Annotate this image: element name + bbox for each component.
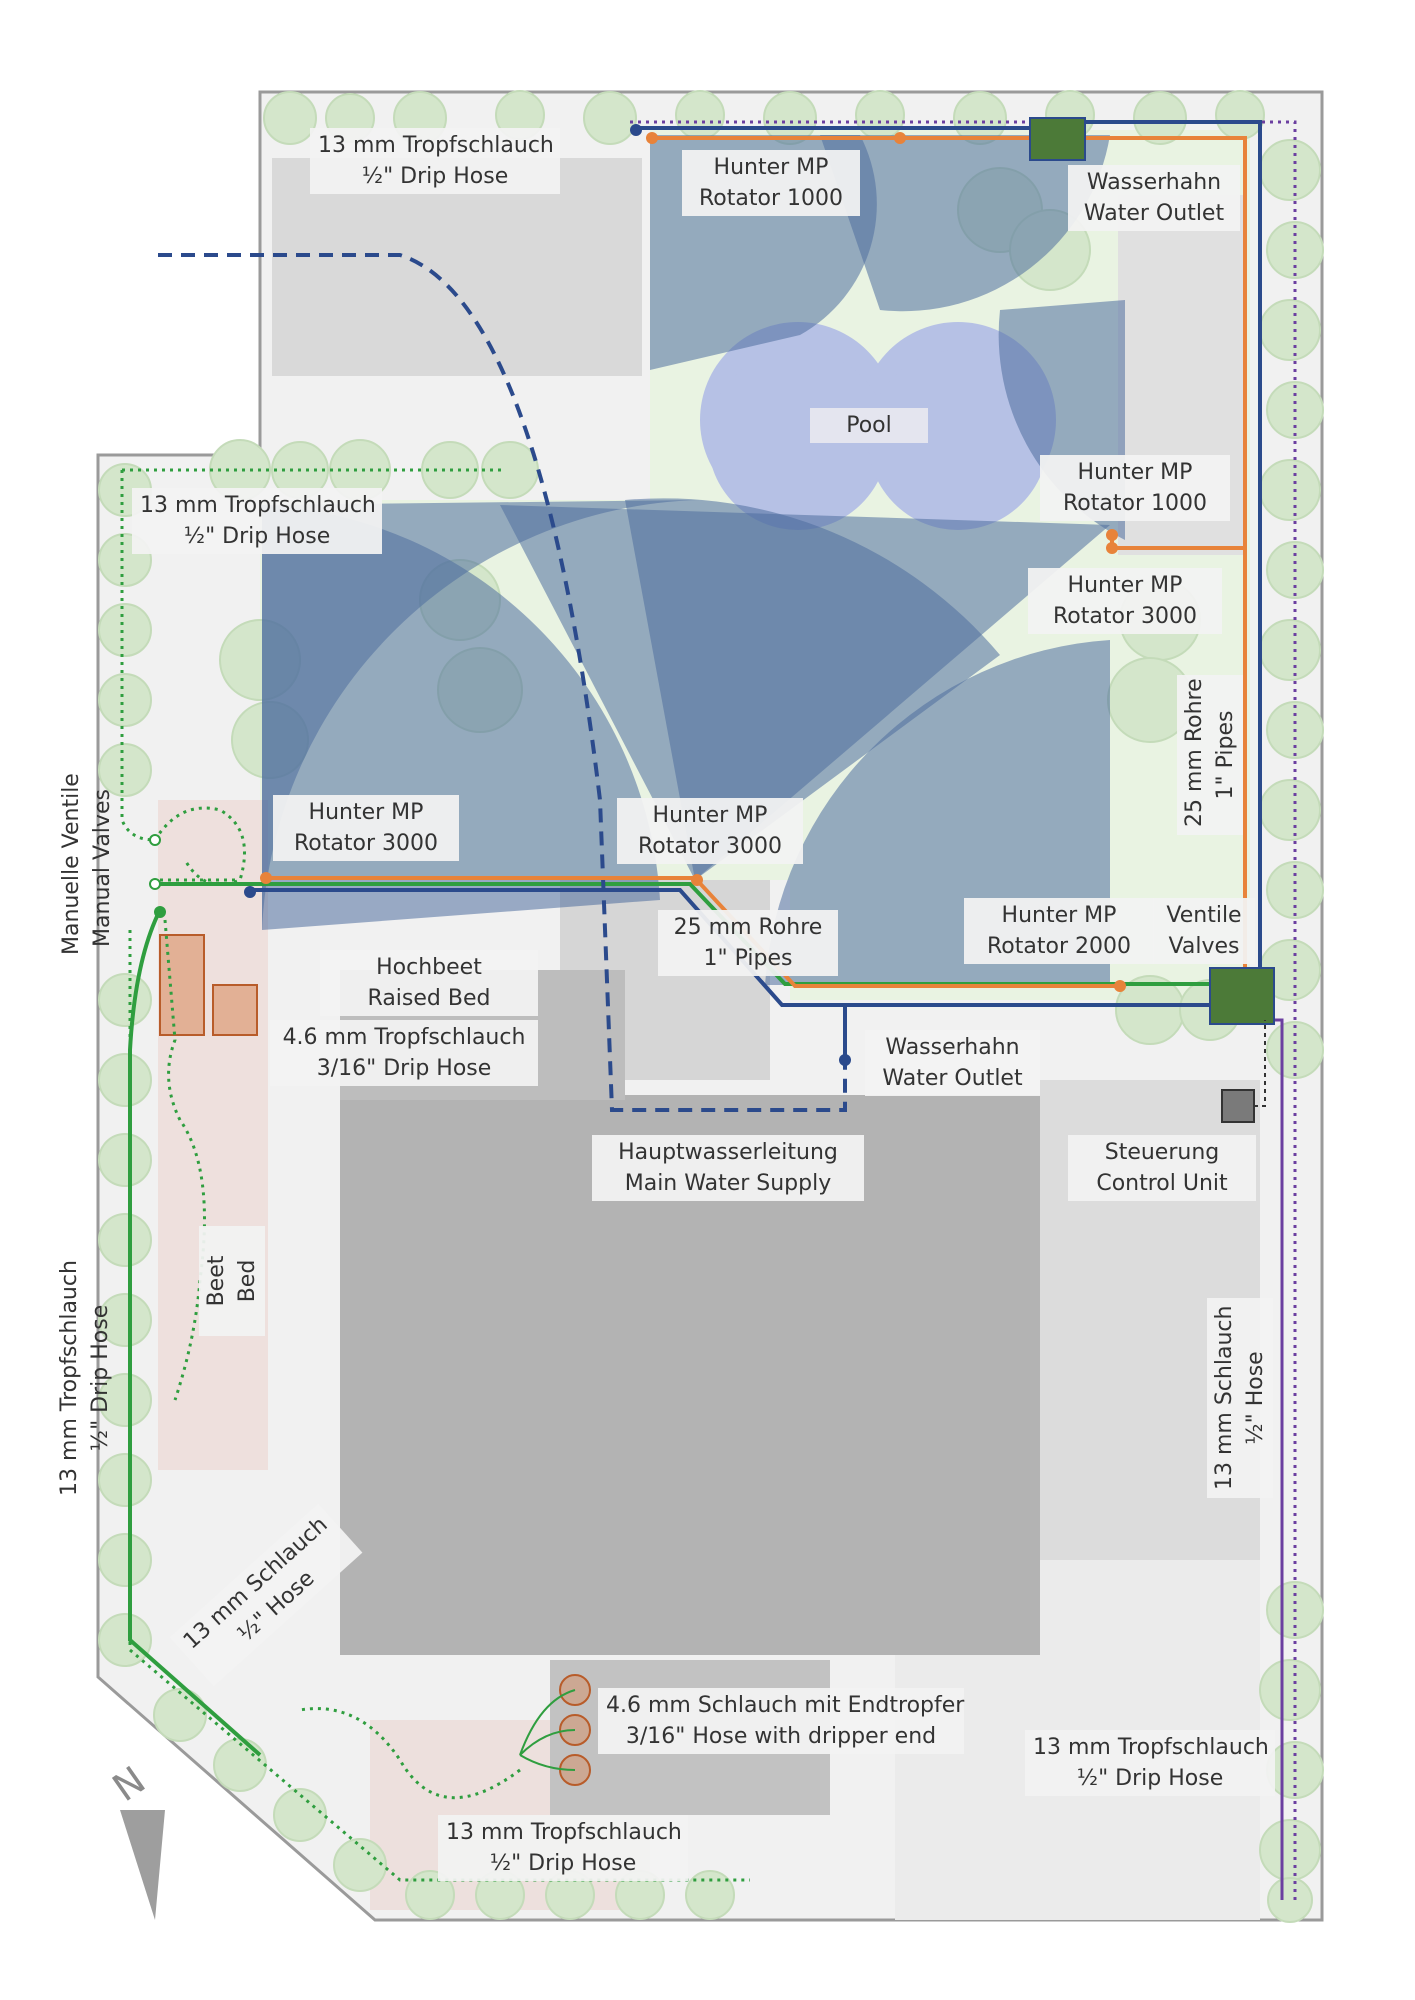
label-drip-46: 4.6 mm Tropfschlauch 3/16" Drip Hose	[270, 1020, 538, 1086]
label-rotator-top: Hunter MP Rotator 1000	[682, 150, 860, 216]
label-rotator-3000-center: Hunter MP Rotator 3000	[617, 798, 803, 864]
label-raised-bed-de: Hochbeet	[376, 955, 482, 980]
raised-bed-2	[212, 984, 258, 1036]
label-rotator-top-de: Hunter MP	[713, 155, 829, 180]
paving-top-left	[272, 158, 642, 376]
label-raised-bed: Hochbeet Raised Bed	[320, 950, 538, 1016]
label-pipes-vertical-en: 1" Pipes	[1213, 710, 1238, 800]
label-rotator-3000-center-en: Rotator 3000	[638, 834, 782, 859]
label-drip-46-en: 3/16" Drip Hose	[316, 1056, 492, 1081]
label-drip-vertical-en: ½" Drip Hose	[88, 1304, 113, 1452]
label-control-unit: Steuerung Control Unit	[1068, 1135, 1256, 1201]
label-pipes-mid-de: 25 mm Rohre	[673, 915, 823, 940]
label-drip-right-en: ½" Drip Hose	[1076, 1766, 1224, 1791]
control-wire	[1254, 1020, 1266, 1107]
label-drip-46-de: 4.6 mm Tropfschlauch	[282, 1025, 526, 1050]
control-unit-box	[1221, 1089, 1255, 1123]
label-manual-valves-en: Manual Valves	[90, 789, 115, 947]
label-dripper-end: 4.6 mm Schlauch mit Endtropfer 3/16" Hos…	[598, 1688, 964, 1754]
label-bed-de: Beet	[204, 1255, 229, 1307]
label-control-unit-en: Control Unit	[1096, 1171, 1228, 1196]
label-drip-bottom: 13 mm Tropfschlauch ½" Drip Hose	[438, 1815, 688, 1881]
label-rotator-3000-left-en: Rotator 3000	[294, 831, 438, 856]
label-hose-right: 13 mm Schlauch ½" Hose	[1207, 1298, 1273, 1498]
label-main-supply-en: Main Water Supply	[624, 1171, 832, 1196]
raised-bed-1	[159, 934, 205, 1036]
label-drip-vertical-de: 13 mm Tropfschlauch	[57, 1260, 82, 1496]
label-drip-right-de: 13 mm Tropfschlauch	[1033, 1735, 1269, 1760]
pot-dripper-lines	[519, 1689, 576, 1771]
spray-rotator-1000-top-b	[820, 135, 1110, 312]
label-rotator-2000-de: Hunter MP	[1001, 903, 1117, 928]
label-pool: Pool	[810, 408, 928, 443]
label-rotator-top-en: Rotator 1000	[699, 186, 843, 211]
label-drip-right: 13 mm Tropfschlauch ½" Drip Hose	[1025, 1730, 1275, 1796]
label-drip-left-en: ½" Drip Hose	[183, 524, 331, 549]
label-hose-right-de: 13 mm Schlauch	[1212, 1305, 1237, 1490]
label-pipes-mid: 25 mm Rohre 1" Pipes	[658, 910, 838, 976]
label-water-outlet-top-en: Water Outlet	[1083, 201, 1225, 226]
label-hose-right-en: ½" Hose	[1243, 1351, 1268, 1445]
label-main-supply: Hauptwasserleitung Main Water Supply	[592, 1135, 864, 1201]
label-water-outlet-top: Wasserhahn Water Outlet	[1068, 165, 1240, 231]
label-pool-text: Pool	[846, 413, 892, 438]
north-arrow-icon	[120, 1810, 165, 1920]
label-rotator-3000-right-de: Hunter MP	[1067, 573, 1183, 598]
label-raised-bed-en: Raised Bed	[367, 986, 491, 1011]
purple-drip-lines	[630, 120, 1297, 1900]
label-dripper-end-de: 4.6 mm Schlauch mit Endtropfer	[606, 1693, 965, 1718]
label-rotator-1000-b: Hunter MP Rotator 1000	[1040, 455, 1230, 521]
label-rotator-2000-en: Rotator 2000	[987, 934, 1131, 959]
valves-box	[1209, 967, 1275, 1025]
label-rotator-3000-right-en: Rotator 3000	[1053, 604, 1197, 629]
label-valves-de: Ventile	[1166, 903, 1242, 928]
pipe-nodes	[149, 124, 1126, 1066]
label-drip-bottom-de: 13 mm Tropfschlauch	[446, 1820, 682, 1845]
label-valves: Ventile Valves	[1153, 898, 1255, 964]
label-bed: Beet Bed	[199, 1226, 265, 1336]
label-drip-vertical: 13 mm Tropfschlauch ½" Drip Hose	[52, 1243, 118, 1513]
label-valves-en: Valves	[1168, 934, 1240, 959]
label-pipes-vertical: 25 mm Rohre 1" Pipes	[1177, 675, 1243, 835]
label-dripper-end-en: 3/16" Hose with dripper end	[625, 1724, 937, 1749]
label-rotator-3000-right: Hunter MP Rotator 3000	[1028, 568, 1222, 634]
spray-rotator-3000-left-b	[262, 500, 700, 930]
label-rotator-3000-left: Hunter MP Rotator 3000	[273, 795, 459, 861]
bed-plot-left	[158, 800, 268, 1470]
label-manual-valves-de: Manuelle Ventile	[59, 773, 84, 955]
label-drip-left-de: 13 mm Tropfschlauch	[140, 493, 376, 518]
label-rotator-1000-b-de: Hunter MP	[1077, 460, 1193, 485]
label-drip-top-de: 13 mm Tropfschlauch	[318, 133, 554, 158]
label-bed-en: Bed	[235, 1259, 260, 1303]
label-water-outlet-mid-de: Wasserhahn	[885, 1035, 1020, 1060]
water-outlet-box-top	[1029, 117, 1086, 161]
label-pipes-mid-en: 1" Pipes	[703, 946, 793, 971]
label-water-outlet-mid: Wasserhahn Water Outlet	[865, 1030, 1040, 1096]
label-drip-top-en: ½" Drip Hose	[361, 164, 509, 189]
label-rotator-3000-left-de: Hunter MP	[308, 800, 424, 825]
hedge-bottom	[153, 1688, 735, 1920]
label-control-unit-de: Steuerung	[1104, 1140, 1220, 1165]
label-main-supply-de: Hauptwasserleitung	[618, 1140, 838, 1165]
label-rotator-3000-center-de: Hunter MP	[652, 803, 768, 828]
label-rotator-2000: Hunter MP Rotator 2000	[964, 898, 1154, 964]
label-manual-valves: Manuelle Ventile Manual Valves	[54, 773, 120, 963]
label-water-outlet-mid-en: Water Outlet	[882, 1066, 1023, 1091]
label-rotator-1000-b-en: Rotator 1000	[1063, 491, 1207, 516]
main-supply-pipe	[158, 253, 847, 1112]
label-pipes-vertical-de: 25 mm Rohre	[1182, 678, 1207, 827]
spray-rotator-3000-center-b	[500, 505, 1110, 880]
label-drip-left: 13 mm Tropfschlauch ½" Drip Hose	[132, 488, 382, 554]
orange-pipe	[266, 136, 1247, 988]
label-drip-top: 13 mm Tropfschlauch ½" Drip Hose	[310, 128, 560, 194]
label-drip-bottom-en: ½" Drip Hose	[489, 1851, 637, 1876]
label-water-outlet-top-de: Wasserhahn	[1086, 170, 1222, 195]
green-hose	[128, 909, 262, 1757]
